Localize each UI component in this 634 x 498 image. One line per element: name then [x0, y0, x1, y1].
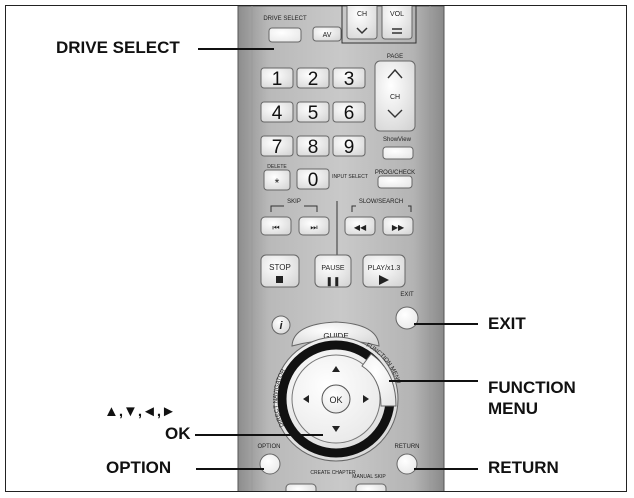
- manual-skip-label: MANUAL SKIP: [352, 474, 386, 480]
- skip-forward-button: [298, 216, 330, 236]
- callout-arrows: ▲,▼,◄,►: [104, 403, 176, 420]
- digit-3: 3: [344, 69, 355, 90]
- stop-icon: [276, 276, 283, 283]
- prog-check-button: [377, 175, 413, 189]
- remote-control: DRIVE SELECT AV CH VOL 1 2 3 4 5 6 7: [237, 6, 445, 491]
- callout-return: RETURN: [488, 458, 559, 477]
- delete-button: [263, 169, 291, 191]
- digit-9: 9: [344, 137, 355, 158]
- rewind-button: [344, 216, 376, 236]
- delete-label: DELETE: [267, 164, 287, 170]
- skip-label: SKIP: [287, 199, 301, 205]
- vol-rocker: [381, 6, 413, 40]
- fast-forward-button: [382, 216, 414, 236]
- digit-2: 2: [308, 69, 319, 90]
- stop-label: STOP: [269, 263, 291, 272]
- create-chapter-label: CREATE CHAPTER: [310, 470, 356, 476]
- return-button-label: RETURN: [395, 444, 420, 450]
- ok-label: OK: [329, 395, 342, 405]
- page-label: PAGE: [387, 54, 403, 60]
- exit-button-label: EXIT: [400, 292, 414, 298]
- slow-search-label: SLOW/SEARCH: [359, 199, 403, 205]
- ch-down-icon-2: [387, 109, 403, 118]
- page-ch-rocker: [374, 60, 416, 132]
- digit-4: 4: [272, 103, 283, 124]
- stop-button: [260, 254, 300, 288]
- prog-check-label: PROG/CHECK: [375, 170, 415, 176]
- info-button: [271, 315, 291, 335]
- callout-line-exit: [414, 323, 478, 325]
- pause-label: PAUSE: [321, 265, 345, 272]
- input-select-label: INPUT SELECT: [332, 174, 368, 180]
- asterisk-icon: *: [275, 176, 280, 190]
- ch-label: CH: [390, 94, 400, 101]
- diagram-frame: DRIVE SELECT AV CH VOL 1 2 3 4 5 6 7: [5, 5, 627, 492]
- rewind-icon: ◀◀: [354, 223, 367, 232]
- callout-function-menu-line2: MENU: [488, 399, 539, 418]
- ch-rocker-top: [346, 6, 378, 40]
- up-arrow-icon: [332, 366, 340, 372]
- digit-0: 0: [308, 170, 319, 191]
- function-menu-button: [361, 353, 397, 407]
- callout-ok: OK: [165, 424, 191, 443]
- digit-7: 7: [272, 137, 283, 158]
- option-button-label: OPTION: [257, 444, 280, 450]
- pause-icon: ❚❚: [325, 276, 340, 287]
- drive-select-button: [268, 27, 302, 43]
- showview-button: [382, 146, 414, 160]
- skip-forward-icon: ⏭: [310, 223, 317, 232]
- vol-label: VOL: [390, 11, 404, 18]
- digit-6: 6: [344, 103, 355, 124]
- drive-select-label: DRIVE SELECT: [263, 16, 307, 22]
- showview-label: ShowView: [383, 137, 412, 143]
- skip-back-button: [260, 216, 292, 236]
- right-arrow-icon: [363, 395, 369, 403]
- number-pad: 1 2 3 4 5 6 7 8 9 0: [260, 67, 366, 191]
- digit-8: 8: [308, 137, 319, 158]
- callout-function-menu-line1: FUNCTION: [488, 378, 576, 397]
- play-icon: [379, 275, 389, 285]
- callout-line-function-menu: [389, 380, 478, 382]
- fast-forward-icon: ▶▶: [392, 223, 405, 232]
- callout-line-ok: [195, 434, 323, 436]
- page-up-icon: [387, 68, 403, 79]
- digit-1: 1: [272, 69, 283, 90]
- callout-line-return: [414, 468, 478, 470]
- callout-line-drive-select: [198, 48, 274, 50]
- play-label: PLAY/x1.3: [368, 265, 401, 272]
- av-label: AV: [323, 32, 332, 39]
- av-button: [312, 26, 342, 42]
- callout-line-option: [196, 468, 264, 470]
- exit-button: [395, 306, 419, 330]
- skip-back-icon: ⏮: [272, 223, 279, 232]
- ch-top-label: CH: [357, 11, 367, 18]
- callout-drive-select: DRIVE SELECT: [56, 38, 180, 57]
- return-button: [396, 453, 418, 475]
- ok-button: [321, 384, 351, 414]
- ch-down-icon: [356, 27, 368, 35]
- info-icon: i: [279, 320, 283, 332]
- callout-option: OPTION: [106, 458, 172, 477]
- down-arrow-icon: [332, 426, 340, 432]
- left-arrow-icon: [303, 395, 309, 403]
- pause-button: [314, 254, 352, 288]
- callout-exit: EXIT: [488, 314, 526, 333]
- option-button: [259, 453, 281, 475]
- digit-5: 5: [308, 103, 319, 124]
- play-button: [362, 254, 406, 288]
